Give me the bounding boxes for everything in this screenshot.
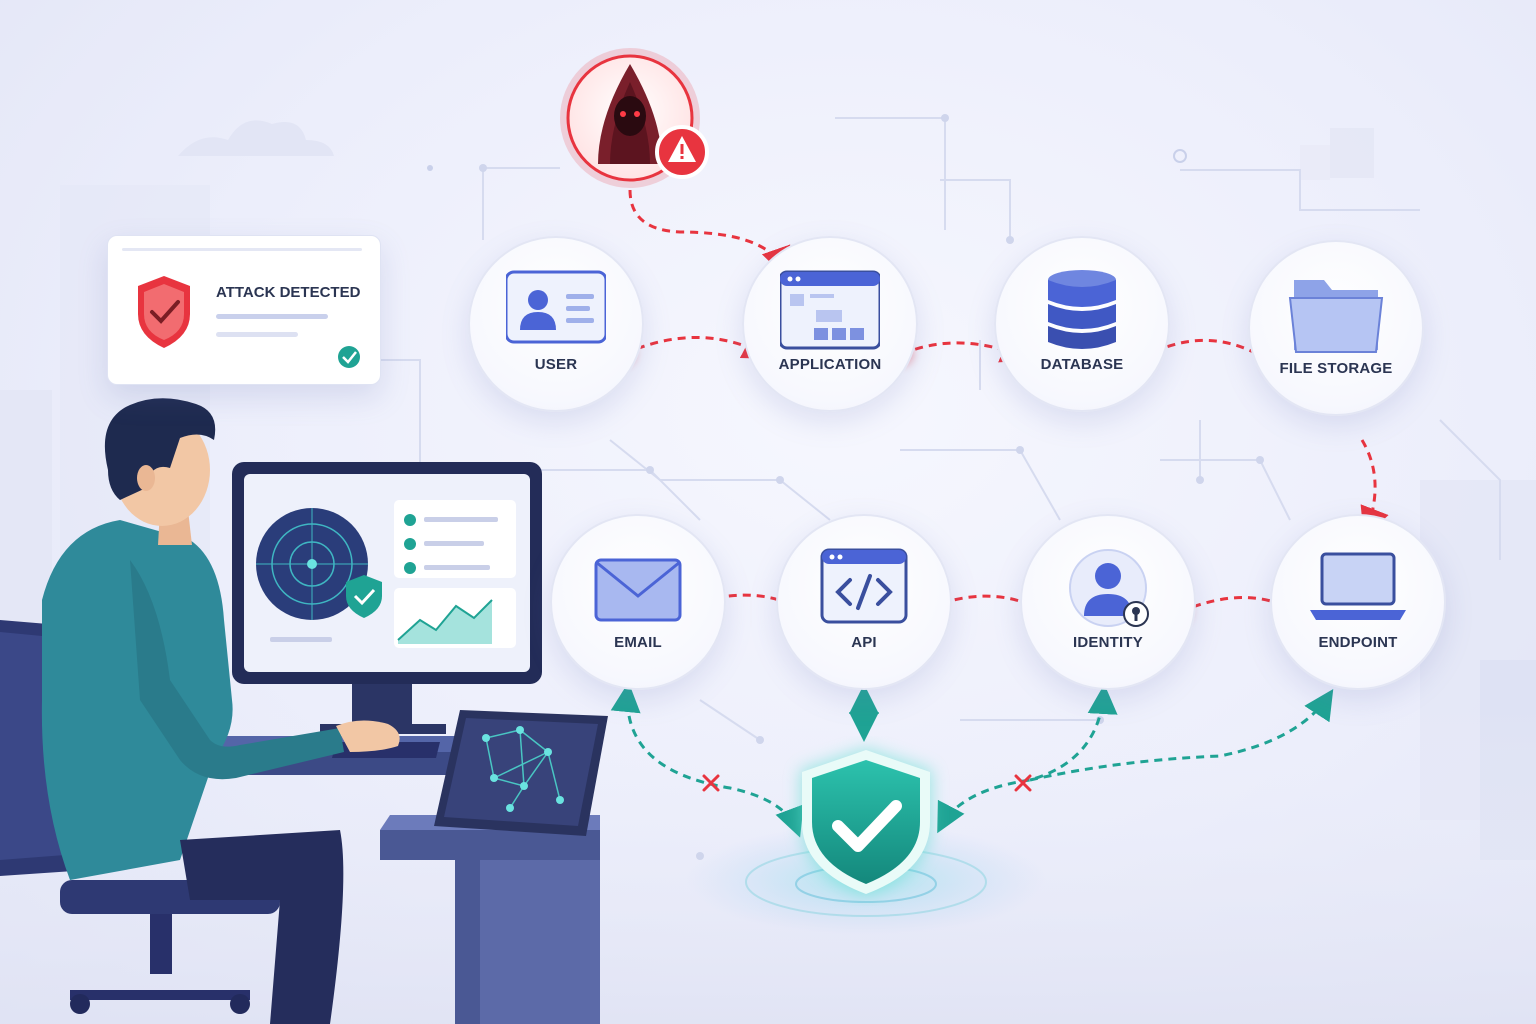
attack-detected-card: ATTACK DETECTED <box>107 235 381 385</box>
node-label: DATABASE <box>1040 356 1124 373</box>
node-label: USER <box>534 356 578 373</box>
node-email[interactable]: EMAIL <box>550 514 726 690</box>
folder-icon <box>1288 280 1384 353</box>
node-label: API <box>851 634 877 651</box>
node-endpoint[interactable]: ENDPOINT <box>1270 514 1446 690</box>
shield-check-icon <box>800 748 932 896</box>
node-label: FILE STORAGE <box>1279 360 1393 377</box>
code-window-icon <box>820 548 908 624</box>
alert-title: ATTACK DETECTED <box>216 284 361 301</box>
defense-path-email <box>610 682 804 838</box>
node-label: APPLICATION <box>778 356 882 373</box>
hacker-icon <box>598 64 662 164</box>
attack-path-hacker-to-application <box>628 189 791 278</box>
node-identity[interactable]: IDENTITY <box>1020 514 1196 690</box>
laptop-icon <box>1310 552 1406 620</box>
node-label: EMAIL <box>614 634 662 651</box>
alert-card-graphics <box>122 248 362 368</box>
node-file-storage[interactable]: FILE STORAGE <box>1248 240 1424 416</box>
defense-path-identity <box>937 684 1118 834</box>
defense-path-endpoint <box>1029 688 1334 782</box>
database-icon <box>1048 270 1116 349</box>
blocked-x-icon <box>702 774 720 792</box>
user-card-icon <box>506 270 606 344</box>
node-label: IDENTITY <box>1073 634 1143 651</box>
node-database[interactable]: DATABASE <box>994 236 1170 412</box>
envelope-icon <box>594 558 682 622</box>
warning-icon <box>655 125 709 179</box>
node-application[interactable]: APPLICATION <box>742 236 918 412</box>
node-label: ENDPOINT <box>1318 634 1398 651</box>
browser-window-icon <box>780 270 880 350</box>
hacker-badge <box>560 48 709 188</box>
blocked-x-icon <box>1014 774 1032 792</box>
node-api[interactable]: API <box>776 514 952 690</box>
analyst-illustration <box>0 398 608 1024</box>
identity-key-icon <box>1069 549 1149 627</box>
node-user[interactable]: USER <box>468 236 644 412</box>
check-circle-icon <box>338 346 360 368</box>
